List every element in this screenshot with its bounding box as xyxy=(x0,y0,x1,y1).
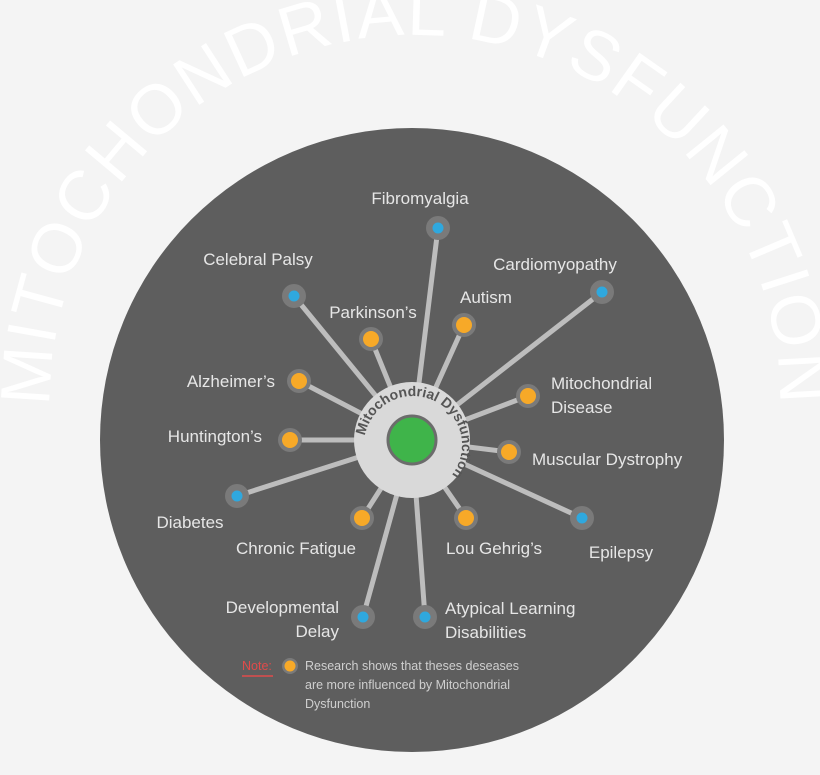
label-line-developmental-delay-0: Developmental xyxy=(226,598,339,617)
node-dot-diabetes xyxy=(231,490,243,502)
label-line-developmental-delay-1: Delay xyxy=(296,622,340,641)
node-dot-parkinsons xyxy=(363,331,379,347)
note-label: Note: xyxy=(242,659,272,673)
label-line-autism-0: Autism xyxy=(460,288,512,307)
label-lou-gehrigs: Lou Gehrig’s xyxy=(446,539,542,558)
node-dot-atypical-learning-disabilities xyxy=(419,611,431,623)
label-line-parkinsons-0: Parkinson’s xyxy=(329,303,417,322)
node-dot-cardiomyopathy xyxy=(596,286,608,298)
label-fibromyalgia: Fibromyalgia xyxy=(371,189,469,208)
label-line-huntingtons-0: Huntington’s xyxy=(168,427,262,446)
label-huntingtons: Huntington’s xyxy=(168,427,262,446)
label-cardiomyopathy: Cardiomyopathy xyxy=(493,255,617,274)
label-line-mitochondrial-disease-0: Mitochondrial xyxy=(551,374,652,393)
label-line-chronic-fatigue-0: Chronic Fatigue xyxy=(236,539,356,558)
node-dot-fibromyalgia xyxy=(432,222,444,234)
label-diabetes: Diabetes xyxy=(156,513,223,532)
label-celebral-palsy: Celebral Palsy xyxy=(203,250,313,269)
note-dot xyxy=(284,660,296,672)
label-line-celebral-palsy-0: Celebral Palsy xyxy=(203,250,313,269)
note: Note: Research shows that theses desease… xyxy=(242,658,519,711)
label-line-atypical-learning-disabilities-0: Atypical Learning xyxy=(445,599,575,618)
hub-core xyxy=(386,414,438,466)
node-dot-celebral-palsy xyxy=(288,290,300,302)
label-line-epilepsy-0: Epilepsy xyxy=(589,543,654,562)
label-alzheimers: Alzheimer’s xyxy=(187,372,275,391)
label-epilepsy: Epilepsy xyxy=(589,543,654,562)
node-dot-chronic-fatigue xyxy=(354,510,370,526)
label-line-alzheimers-0: Alzheimer’s xyxy=(187,372,275,391)
label-chronic-fatigue: Chronic Fatigue xyxy=(236,539,356,558)
note-line-3: Dysfunction xyxy=(305,697,370,711)
node-dot-muscular-dystrophy xyxy=(501,444,517,460)
label-line-lou-gehrigs-0: Lou Gehrig’s xyxy=(446,539,542,558)
note-line-1: Research shows that theses deseases xyxy=(305,659,519,673)
node-dot-huntingtons xyxy=(282,432,298,448)
label-line-fibromyalgia-0: Fibromyalgia xyxy=(371,189,469,208)
label-parkinsons: Parkinson’s xyxy=(329,303,417,322)
label-muscular-dystrophy: Muscular Dystrophy xyxy=(532,450,683,469)
note-line-2: are more influenced by Mitochondrial xyxy=(305,678,510,692)
node-dot-alzheimers xyxy=(291,373,307,389)
node-dot-developmental-delay xyxy=(357,611,369,623)
label-line-diabetes-0: Diabetes xyxy=(156,513,223,532)
label-line-mitochondrial-disease-1: Disease xyxy=(551,398,612,417)
label-autism: Autism xyxy=(460,288,512,307)
label-line-cardiomyopathy-0: Cardiomyopathy xyxy=(493,255,617,274)
node-dot-mitochondrial-disease xyxy=(520,388,536,404)
label-line-atypical-learning-disabilities-1: Disabilities xyxy=(445,623,526,642)
node-dot-autism xyxy=(456,317,472,333)
node-dot-lou-gehrigs xyxy=(458,510,474,526)
nodes-group xyxy=(225,216,614,629)
node-dot-epilepsy xyxy=(576,512,588,524)
label-line-muscular-dystrophy-0: Muscular Dystrophy xyxy=(532,450,683,469)
